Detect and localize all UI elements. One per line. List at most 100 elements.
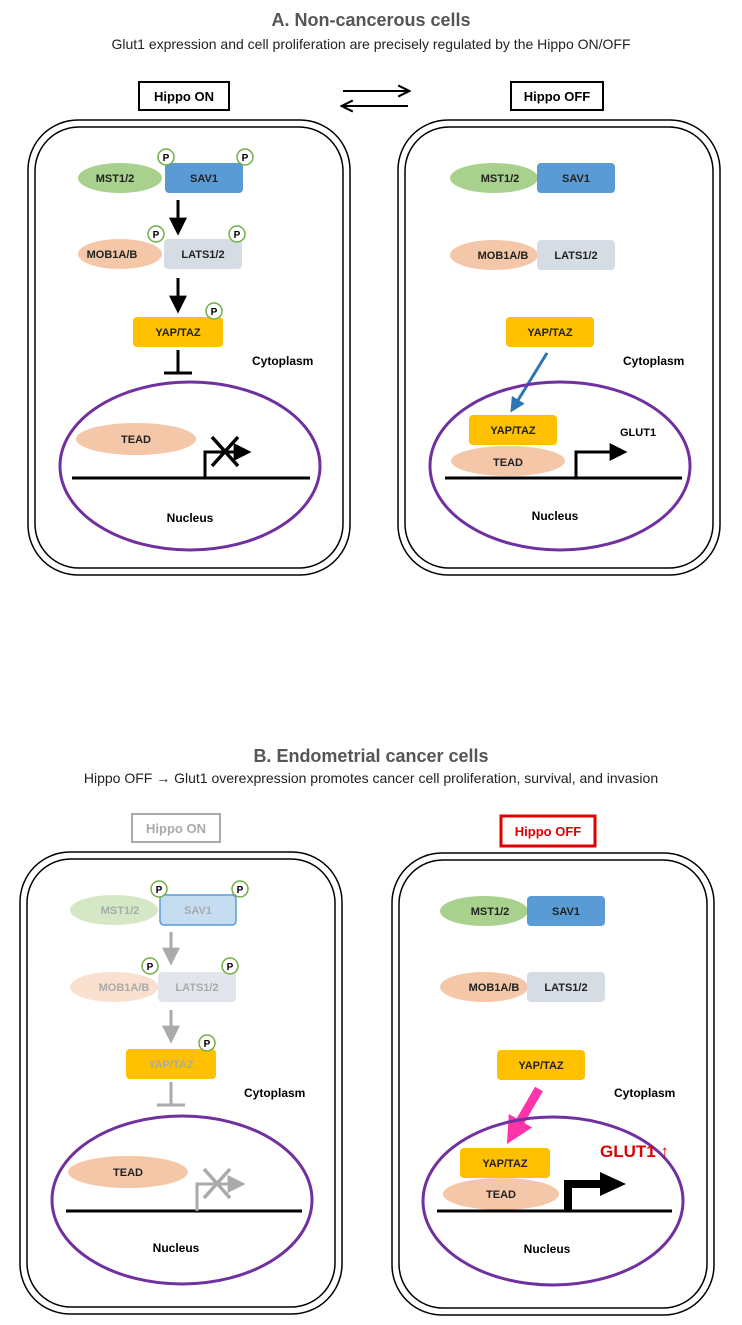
tead-protein (76, 423, 196, 455)
tead-protein (451, 446, 565, 476)
yap-label: YAP/TAZ (155, 327, 201, 339)
panel-a-hippo-off: Hippo OFF MST1/2 SAV1 MOB1A/B LATS1/2 YA… (397, 81, 721, 576)
cell-outer-membrane (391, 852, 715, 1316)
lats-protein (164, 239, 242, 269)
hippo-on-label: Hippo ON (146, 821, 206, 836)
nucleus-membrane (50, 1114, 314, 1286)
cell-outer-membrane (397, 119, 721, 576)
phospho-icon (205, 302, 223, 320)
sav-label: SAV1 (190, 173, 218, 185)
lats-label: LATS1/2 (544, 982, 587, 994)
hippo-off-label: Hippo OFF (515, 824, 581, 839)
phospho-icon (231, 880, 249, 898)
cell-outer-membrane (19, 851, 343, 1315)
phospho-icon (228, 225, 246, 243)
mob-label: MOB1A/B (87, 249, 138, 261)
panel-a-subtitle: Glut1 expression and cell proliferation … (111, 36, 631, 52)
glut1-overexpression-label: GLUT1 ↑ (600, 1142, 669, 1161)
yap-label: YAP/TAZ (482, 1158, 528, 1170)
panel-a-title: A. Non-cancerous cells (271, 10, 471, 30)
mst-label: MST1/2 (101, 905, 140, 917)
hippo-on-label-box (138, 81, 230, 111)
panel-a-hippo-on: Hippo ON MST1/2 SAV1 P P MOB1A/B LATS1/2… (27, 81, 351, 576)
panel-b-hippo-on: Hippo ON MST1/2 SAV1 P P MOB1A/B LATS1/2… (19, 813, 343, 1315)
phospho-icon (221, 957, 239, 975)
phospho-icon (150, 880, 168, 898)
cell-outer-membrane (27, 119, 351, 576)
sav-protein (527, 896, 605, 926)
mob-protein (450, 240, 538, 270)
transcription-start-arrow (203, 443, 252, 478)
yap-label: YAP/TAZ (148, 1059, 194, 1071)
panel-b-title: B. Endometrial cancer cells (253, 746, 489, 766)
tead-label: TEAD (486, 1189, 516, 1201)
sav-label: SAV1 (562, 173, 590, 185)
nuclear-translocation-arrow (506, 1086, 543, 1144)
phospho-icon (157, 148, 175, 166)
sav-label: SAV1 (184, 905, 212, 917)
mst-label: MST1/2 (96, 173, 135, 185)
mst-label: MST1/2 (471, 906, 510, 918)
mob-label: MOB1A/B (99, 982, 150, 994)
block-cross-icon (202, 1167, 232, 1200)
lats-label: LATS1/2 (554, 250, 597, 262)
mst-protein (450, 163, 538, 193)
phospho-label: P (234, 230, 241, 241)
tead-label: TEAD (121, 434, 151, 446)
lats-label: LATS1/2 (181, 249, 224, 261)
mst-protein (70, 895, 158, 925)
glut1-label: GLUT1 (620, 427, 656, 439)
yap-protein (469, 415, 557, 445)
lats-protein (527, 972, 605, 1002)
phospho-label: P (163, 153, 170, 164)
yap-protein (133, 317, 223, 347)
tead-protein (68, 1156, 188, 1188)
cell-inner-membrane (398, 859, 708, 1309)
phospho-label: P (147, 962, 154, 973)
panel-b-subtitle: Hippo OFF → Glut1 overexpression promote… (83, 770, 659, 786)
lats-label: LATS1/2 (175, 982, 218, 994)
cytoplasm-label: Cytoplasm (623, 354, 684, 368)
transcription-arrowhead-icon (600, 1172, 626, 1196)
yap-label: YAP/TAZ (490, 425, 536, 437)
phospho-icon (236, 148, 254, 166)
phospho-label: P (242, 153, 249, 164)
yap-protein (460, 1148, 550, 1178)
yap-protein (126, 1049, 216, 1079)
nuclear-translocation-arrow (510, 352, 549, 413)
yap-protein (497, 1050, 585, 1080)
phospho-label: P (227, 962, 234, 973)
hippo-off-label-box (510, 81, 604, 111)
transcription-start-arrow (564, 1180, 603, 1211)
nucleus-label: Nucleus (153, 1241, 200, 1255)
nucleus-membrane (58, 380, 322, 552)
nucleus-membrane (421, 1115, 685, 1287)
transcription-start-arrow (574, 443, 628, 478)
phospho-label: P (211, 307, 218, 318)
tead-label: TEAD (493, 457, 523, 469)
cytoplasm-label: Cytoplasm (244, 1086, 305, 1100)
nucleus-label: Nucleus (532, 509, 579, 523)
equilibrium-arrows (343, 91, 408, 106)
block-cross-icon (210, 435, 240, 468)
tead-label: TEAD (113, 1167, 143, 1179)
mst-protein (440, 896, 528, 926)
phospho-label: P (204, 1039, 211, 1050)
tead-protein (443, 1178, 559, 1210)
mst-label: MST1/2 (481, 173, 520, 185)
hippo-on-label-box (131, 813, 221, 843)
phospho-icon (141, 957, 159, 975)
cytoplasm-label: Cytoplasm (614, 1086, 675, 1100)
sav-protein (159, 894, 237, 926)
mst-protein (78, 163, 162, 193)
sav-protein (165, 163, 243, 193)
lats-protein (537, 240, 615, 270)
sav-label: SAV1 (552, 906, 580, 918)
cell-inner-membrane (34, 126, 344, 569)
panel-b-hippo-off: Hippo OFF MST1/2 SAV1 MOB1A/B LATS1/2 YA… (391, 814, 715, 1316)
mob-protein (70, 972, 158, 1002)
mob-protein (78, 239, 162, 269)
cell-inner-membrane (404, 126, 714, 569)
mob-protein (440, 972, 528, 1002)
